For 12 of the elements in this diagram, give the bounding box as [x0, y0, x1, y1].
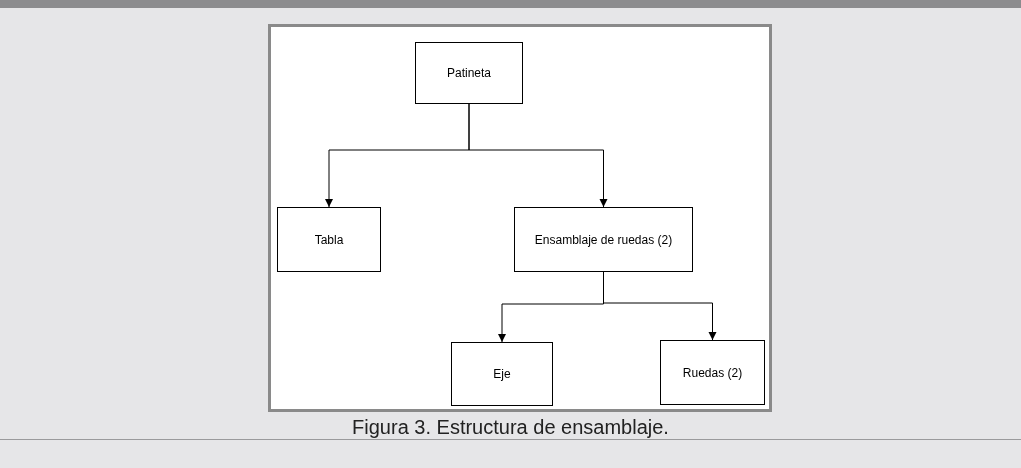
- component-label: Ruedas (2): [682, 365, 743, 380]
- connector-arrow: [468, 103, 608, 208]
- component-label: Ensamblaje de ruedas (2): [534, 232, 673, 247]
- component-box: [277, 207, 381, 272]
- figure-caption: Figura 3. Estructura de ensamblaje.: [351, 416, 670, 439]
- component-label: Eje: [493, 367, 511, 381]
- component-box: [514, 207, 693, 272]
- component-box: [415, 42, 523, 104]
- component-box: [660, 340, 765, 405]
- component-label: Tabla: [314, 232, 344, 247]
- component-label: Patineta: [446, 66, 491, 80]
- component-box: [451, 342, 553, 406]
